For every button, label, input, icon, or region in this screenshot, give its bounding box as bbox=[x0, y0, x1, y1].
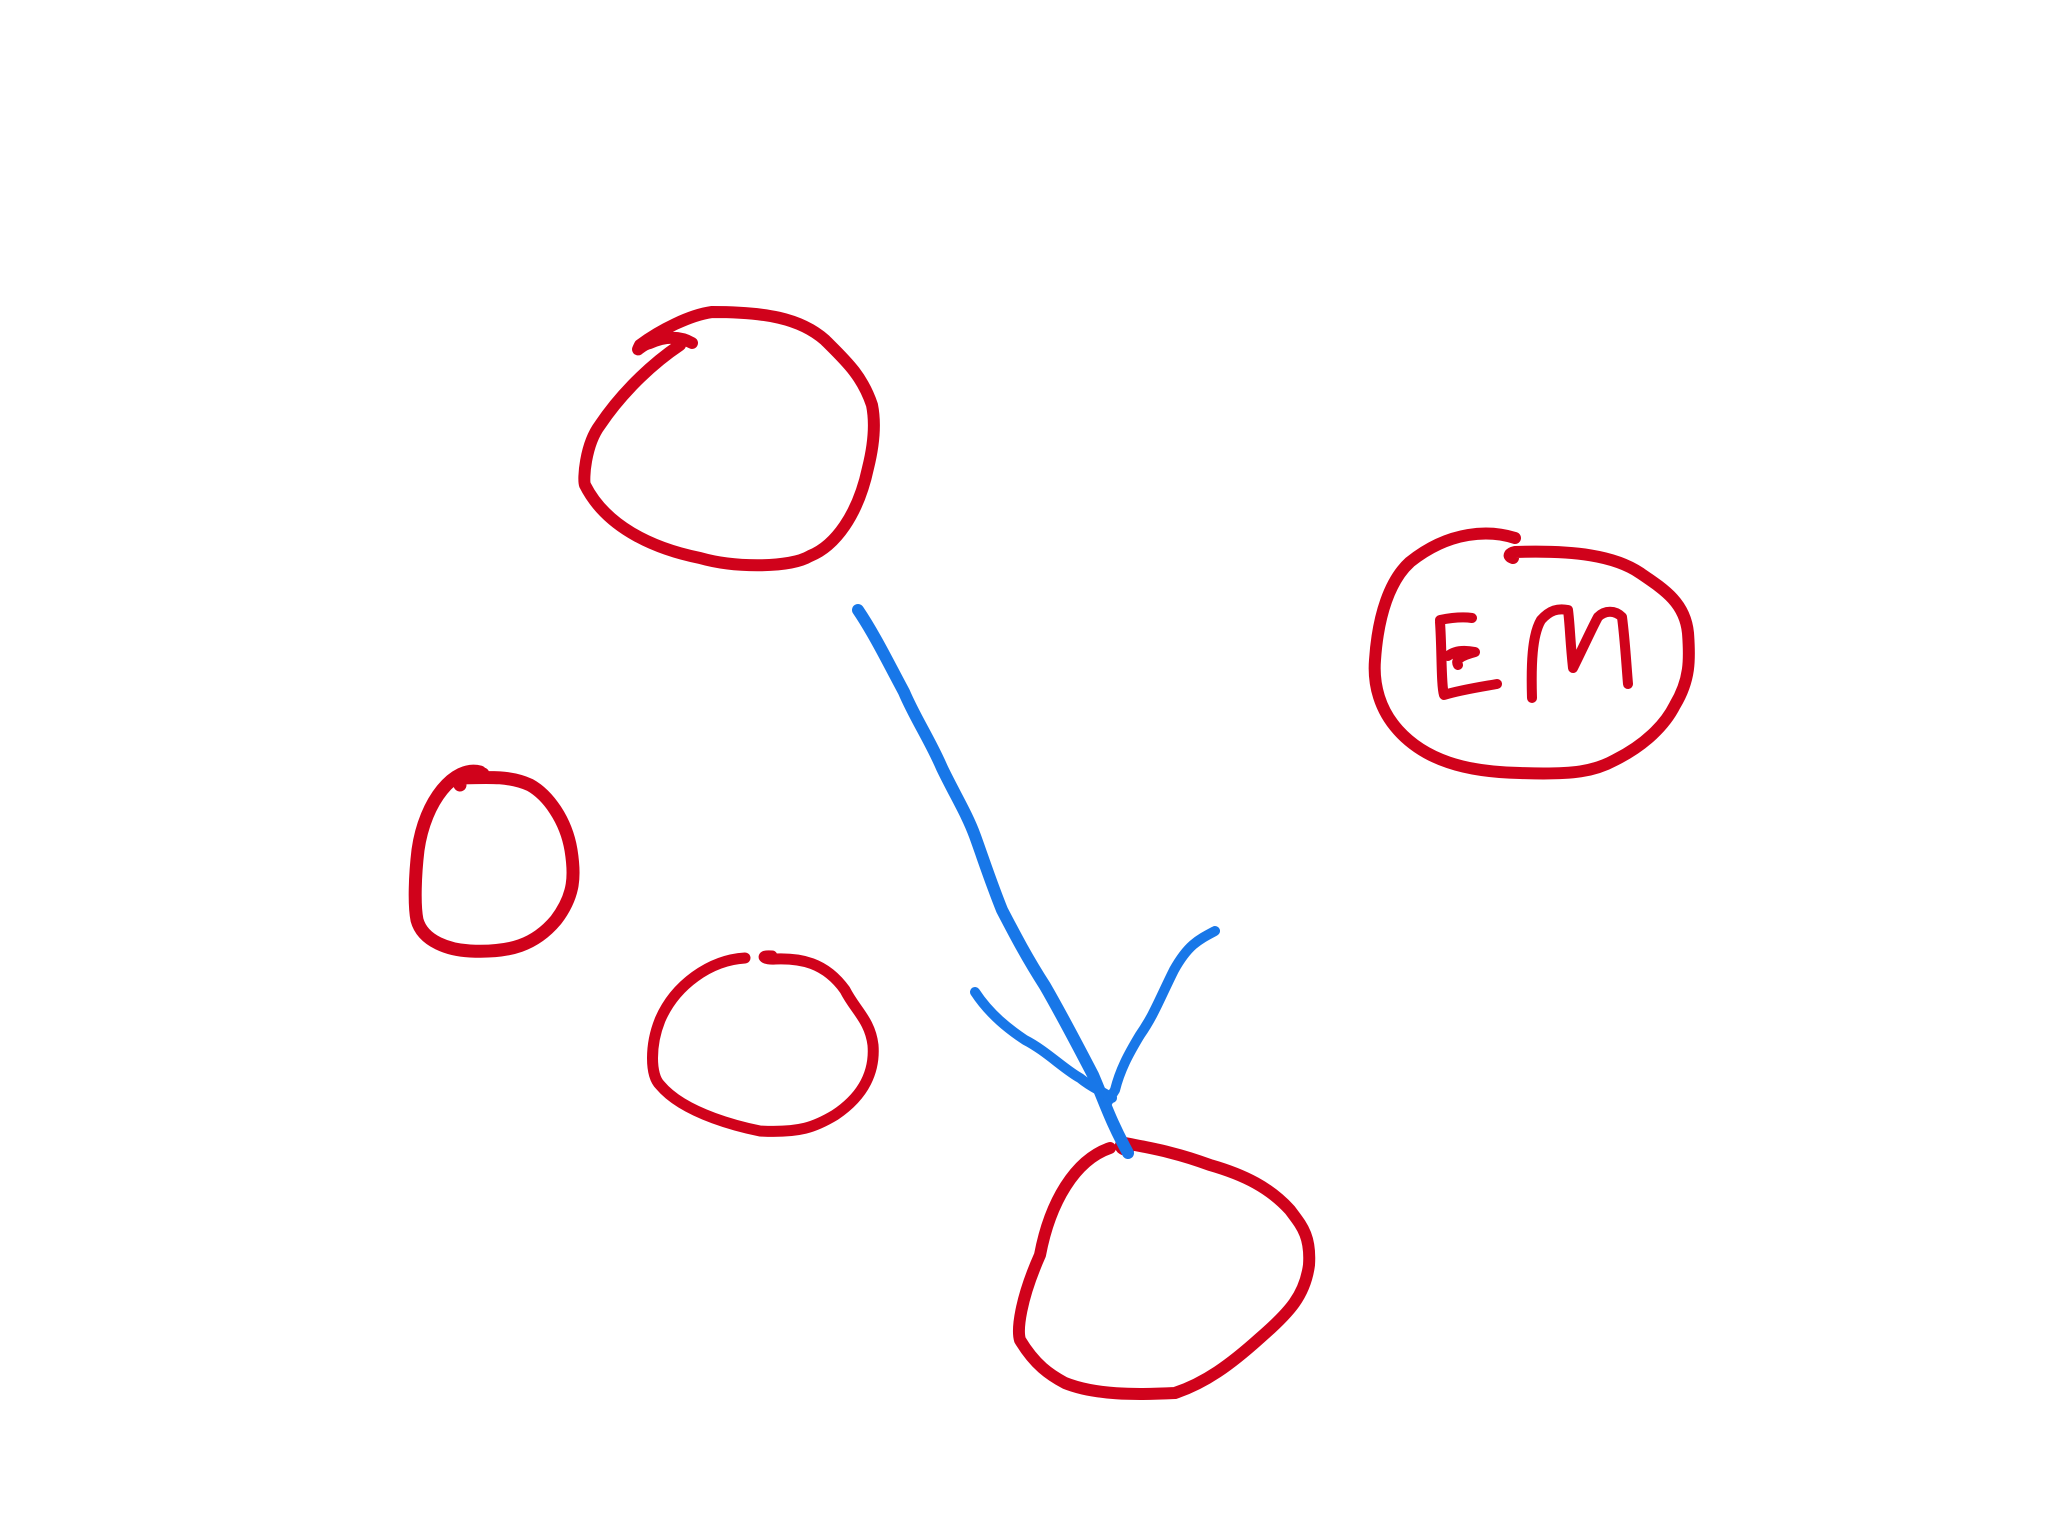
arrow-top-to-target bbox=[852, 604, 1220, 1159]
top-node-circle bbox=[578, 306, 880, 572]
arrow-shaft bbox=[852, 604, 1134, 1159]
left-node-circle bbox=[408, 764, 580, 958]
middle-node bbox=[647, 950, 879, 1137]
top-node bbox=[578, 306, 880, 572]
left-node bbox=[408, 764, 580, 958]
target-node-circle bbox=[1013, 1136, 1316, 1400]
middle-node-circle bbox=[647, 950, 879, 1137]
em-node-letter-m-shape bbox=[1526, 604, 1633, 703]
em-node-circle bbox=[1368, 527, 1695, 780]
target-node bbox=[1013, 1136, 1316, 1400]
arrow-head-left bbox=[970, 987, 1117, 1103]
em-node-letter-e-shape bbox=[1435, 612, 1502, 700]
arrow-head-right bbox=[1102, 926, 1220, 1108]
em-node: EM bbox=[1368, 527, 1695, 780]
